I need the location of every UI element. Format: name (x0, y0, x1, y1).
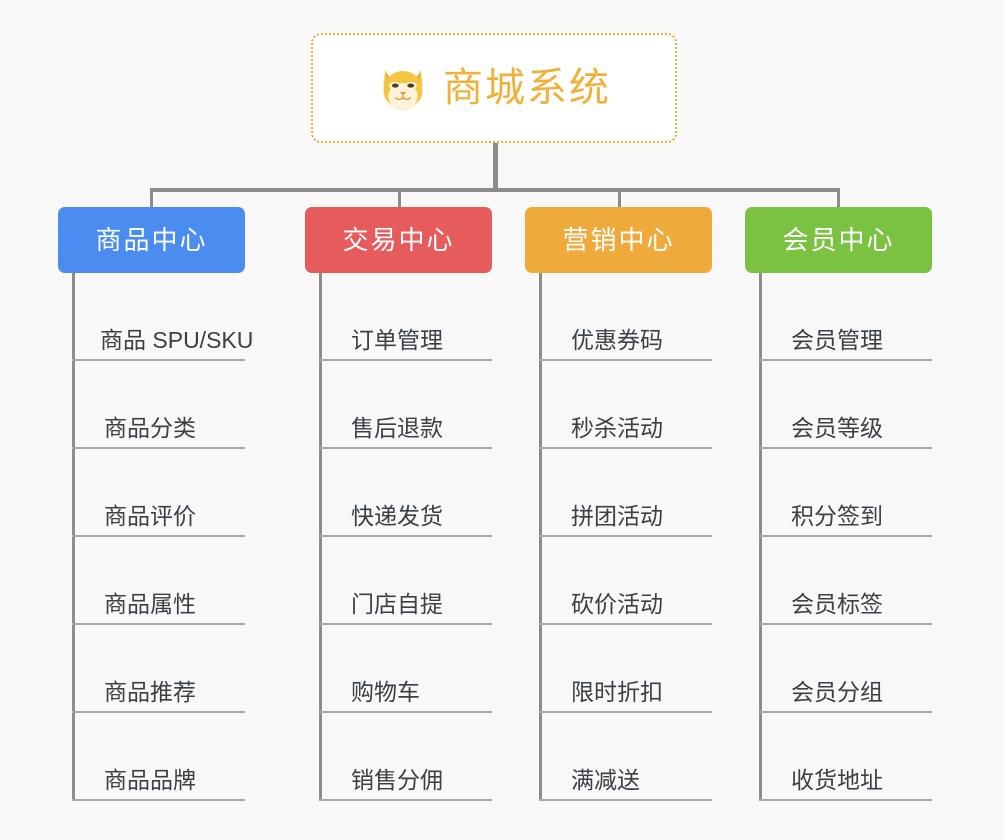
leaf-item[interactable]: 门店自提 (305, 537, 492, 625)
leaf-item[interactable]: 秒杀活动 (525, 361, 712, 449)
leaf-item[interactable]: 会员标签 (745, 537, 932, 625)
leaf-item[interactable]: 限时折扣 (525, 625, 712, 713)
leaf-list-member-center: 会员管理 会员等级 积分签到 会员标签 会员分组 收货地址 (745, 273, 932, 801)
leaf-label: 商品推荐 (104, 678, 196, 705)
leaf-item[interactable]: 积分签到 (745, 449, 932, 537)
leaf-label: 拼团活动 (571, 502, 663, 529)
leaf-label: 限时折扣 (571, 678, 663, 705)
connector-drop-2 (398, 188, 401, 210)
leaf-item[interactable]: 会员等级 (745, 361, 932, 449)
leaf-label: 商品评价 (104, 502, 196, 529)
leaf-item[interactable]: 砍价活动 (525, 537, 712, 625)
column-spine (319, 273, 322, 801)
leaf-item[interactable]: 商品分类 (58, 361, 245, 449)
root-node[interactable]: 商城系统 (311, 33, 677, 143)
leaf-label: 砍价活动 (571, 590, 663, 617)
column-title: 会员中心 (782, 225, 895, 255)
column-title: 营销中心 (562, 225, 675, 255)
leaf-label: 优惠券码 (571, 326, 663, 353)
connector-root-trunk (493, 143, 498, 190)
leaf-label: 积分签到 (791, 502, 883, 529)
column-trade-center: 交易中心 订单管理 售后退款 快递发货 门店自提 购物车 销售分佣 (305, 207, 492, 801)
leaf-item[interactable]: 会员管理 (745, 273, 932, 361)
connector-drop-4 (837, 188, 840, 210)
column-header-marketing-center[interactable]: 营销中心 (525, 207, 712, 273)
leaf-label: 秒杀活动 (571, 414, 663, 441)
connector-bus (150, 188, 840, 192)
leaf-item[interactable]: 商品属性 (58, 537, 245, 625)
column-member-center: 会员中心 会员管理 会员等级 积分签到 会员标签 会员分组 收货地址 (745, 207, 932, 801)
leaf-label: 门店自提 (351, 590, 443, 617)
leaf-item[interactable]: 购物车 (305, 625, 492, 713)
leaf-item[interactable]: 满减送 (525, 713, 712, 801)
leaf-item[interactable]: 收货地址 (745, 713, 932, 801)
column-title: 交易中心 (342, 225, 455, 255)
leaf-item[interactable]: 销售分佣 (305, 713, 492, 801)
leaf-label: 会员标签 (791, 590, 883, 617)
leaf-item[interactable]: 商品推荐 (58, 625, 245, 713)
leaf-label: 售后退款 (351, 414, 443, 441)
leaf-item[interactable]: 拼团活动 (525, 449, 712, 537)
leaf-list-product-center: 商品 SPU/SKU 商品分类 商品评价 商品属性 商品推荐 商品品牌 (58, 273, 253, 801)
leaf-label: 商品分类 (104, 414, 196, 441)
root-title: 商城系统 (443, 66, 611, 110)
connector-drop-1 (150, 188, 153, 210)
leaf-label: 商品品牌 (104, 766, 196, 793)
leaf-item[interactable]: 售后退款 (305, 361, 492, 449)
leaf-label: 商品 SPU/SKU (100, 326, 254, 353)
leaf-item[interactable]: 快递发货 (305, 449, 492, 537)
leaf-label: 会员分组 (791, 678, 883, 705)
leaf-label: 销售分佣 (351, 766, 443, 793)
leaf-label: 满减送 (571, 766, 640, 793)
dog-face-icon (377, 62, 429, 114)
leaf-label: 收货地址 (791, 766, 883, 793)
column-header-product-center[interactable]: 商品中心 (58, 207, 245, 273)
leaf-item[interactable]: 订单管理 (305, 273, 492, 361)
connector-drop-3 (618, 188, 621, 210)
leaf-label: 商品属性 (104, 590, 196, 617)
leaf-list-marketing-center: 优惠券码 秒杀活动 拼团活动 砍价活动 限时折扣 满减送 (525, 273, 712, 801)
column-spine (759, 273, 762, 801)
column-title: 商品中心 (95, 225, 208, 255)
leaf-item[interactable]: 会员分组 (745, 625, 932, 713)
leaf-item[interactable]: 商品品牌 (58, 713, 245, 801)
leaf-item[interactable]: 商品 SPU/SKU (58, 273, 253, 361)
leaf-list-trade-center: 订单管理 售后退款 快递发货 门店自提 购物车 销售分佣 (305, 273, 492, 801)
column-marketing-center: 营销中心 优惠券码 秒杀活动 拼团活动 砍价活动 限时折扣 满减送 (525, 207, 712, 801)
leaf-item[interactable]: 优惠券码 (525, 273, 712, 361)
leaf-label: 订单管理 (351, 326, 443, 353)
column-header-trade-center[interactable]: 交易中心 (305, 207, 492, 273)
column-spine (72, 273, 75, 801)
leaf-label: 快递发货 (351, 502, 443, 529)
leaf-label: 会员等级 (791, 414, 883, 441)
leaf-label: 购物车 (351, 678, 420, 705)
leaf-label: 会员管理 (791, 326, 883, 353)
leaf-item[interactable]: 商品评价 (58, 449, 245, 537)
column-header-member-center[interactable]: 会员中心 (745, 207, 932, 273)
column-spine (539, 273, 542, 801)
column-product-center: 商品中心 商品 SPU/SKU 商品分类 商品评价 商品属性 商品推荐 商品品牌 (58, 207, 253, 801)
